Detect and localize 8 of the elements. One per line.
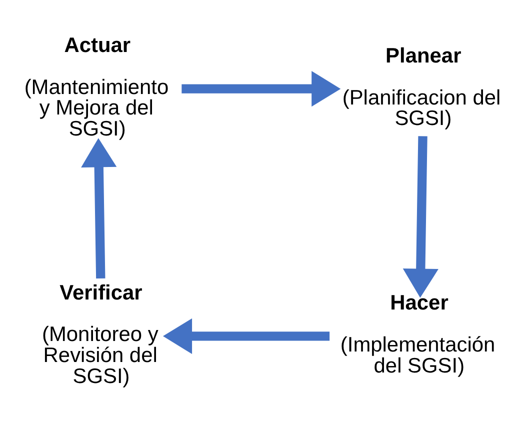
node-text: Hacer (Implementación del SGSI) [340,292,496,378]
node-text: Actuar (Mantenimiento y Mejora del SGSI) [24,34,169,141]
node-text: Verificar (Monitoreo y Revisión del SGSI) [42,281,158,388]
arrow [81,138,117,278]
arrow [182,71,341,107]
arrow [402,136,438,298]
arrow [162,318,330,354]
node-text: Planear (Planificacion del SGSI) [342,44,501,130]
